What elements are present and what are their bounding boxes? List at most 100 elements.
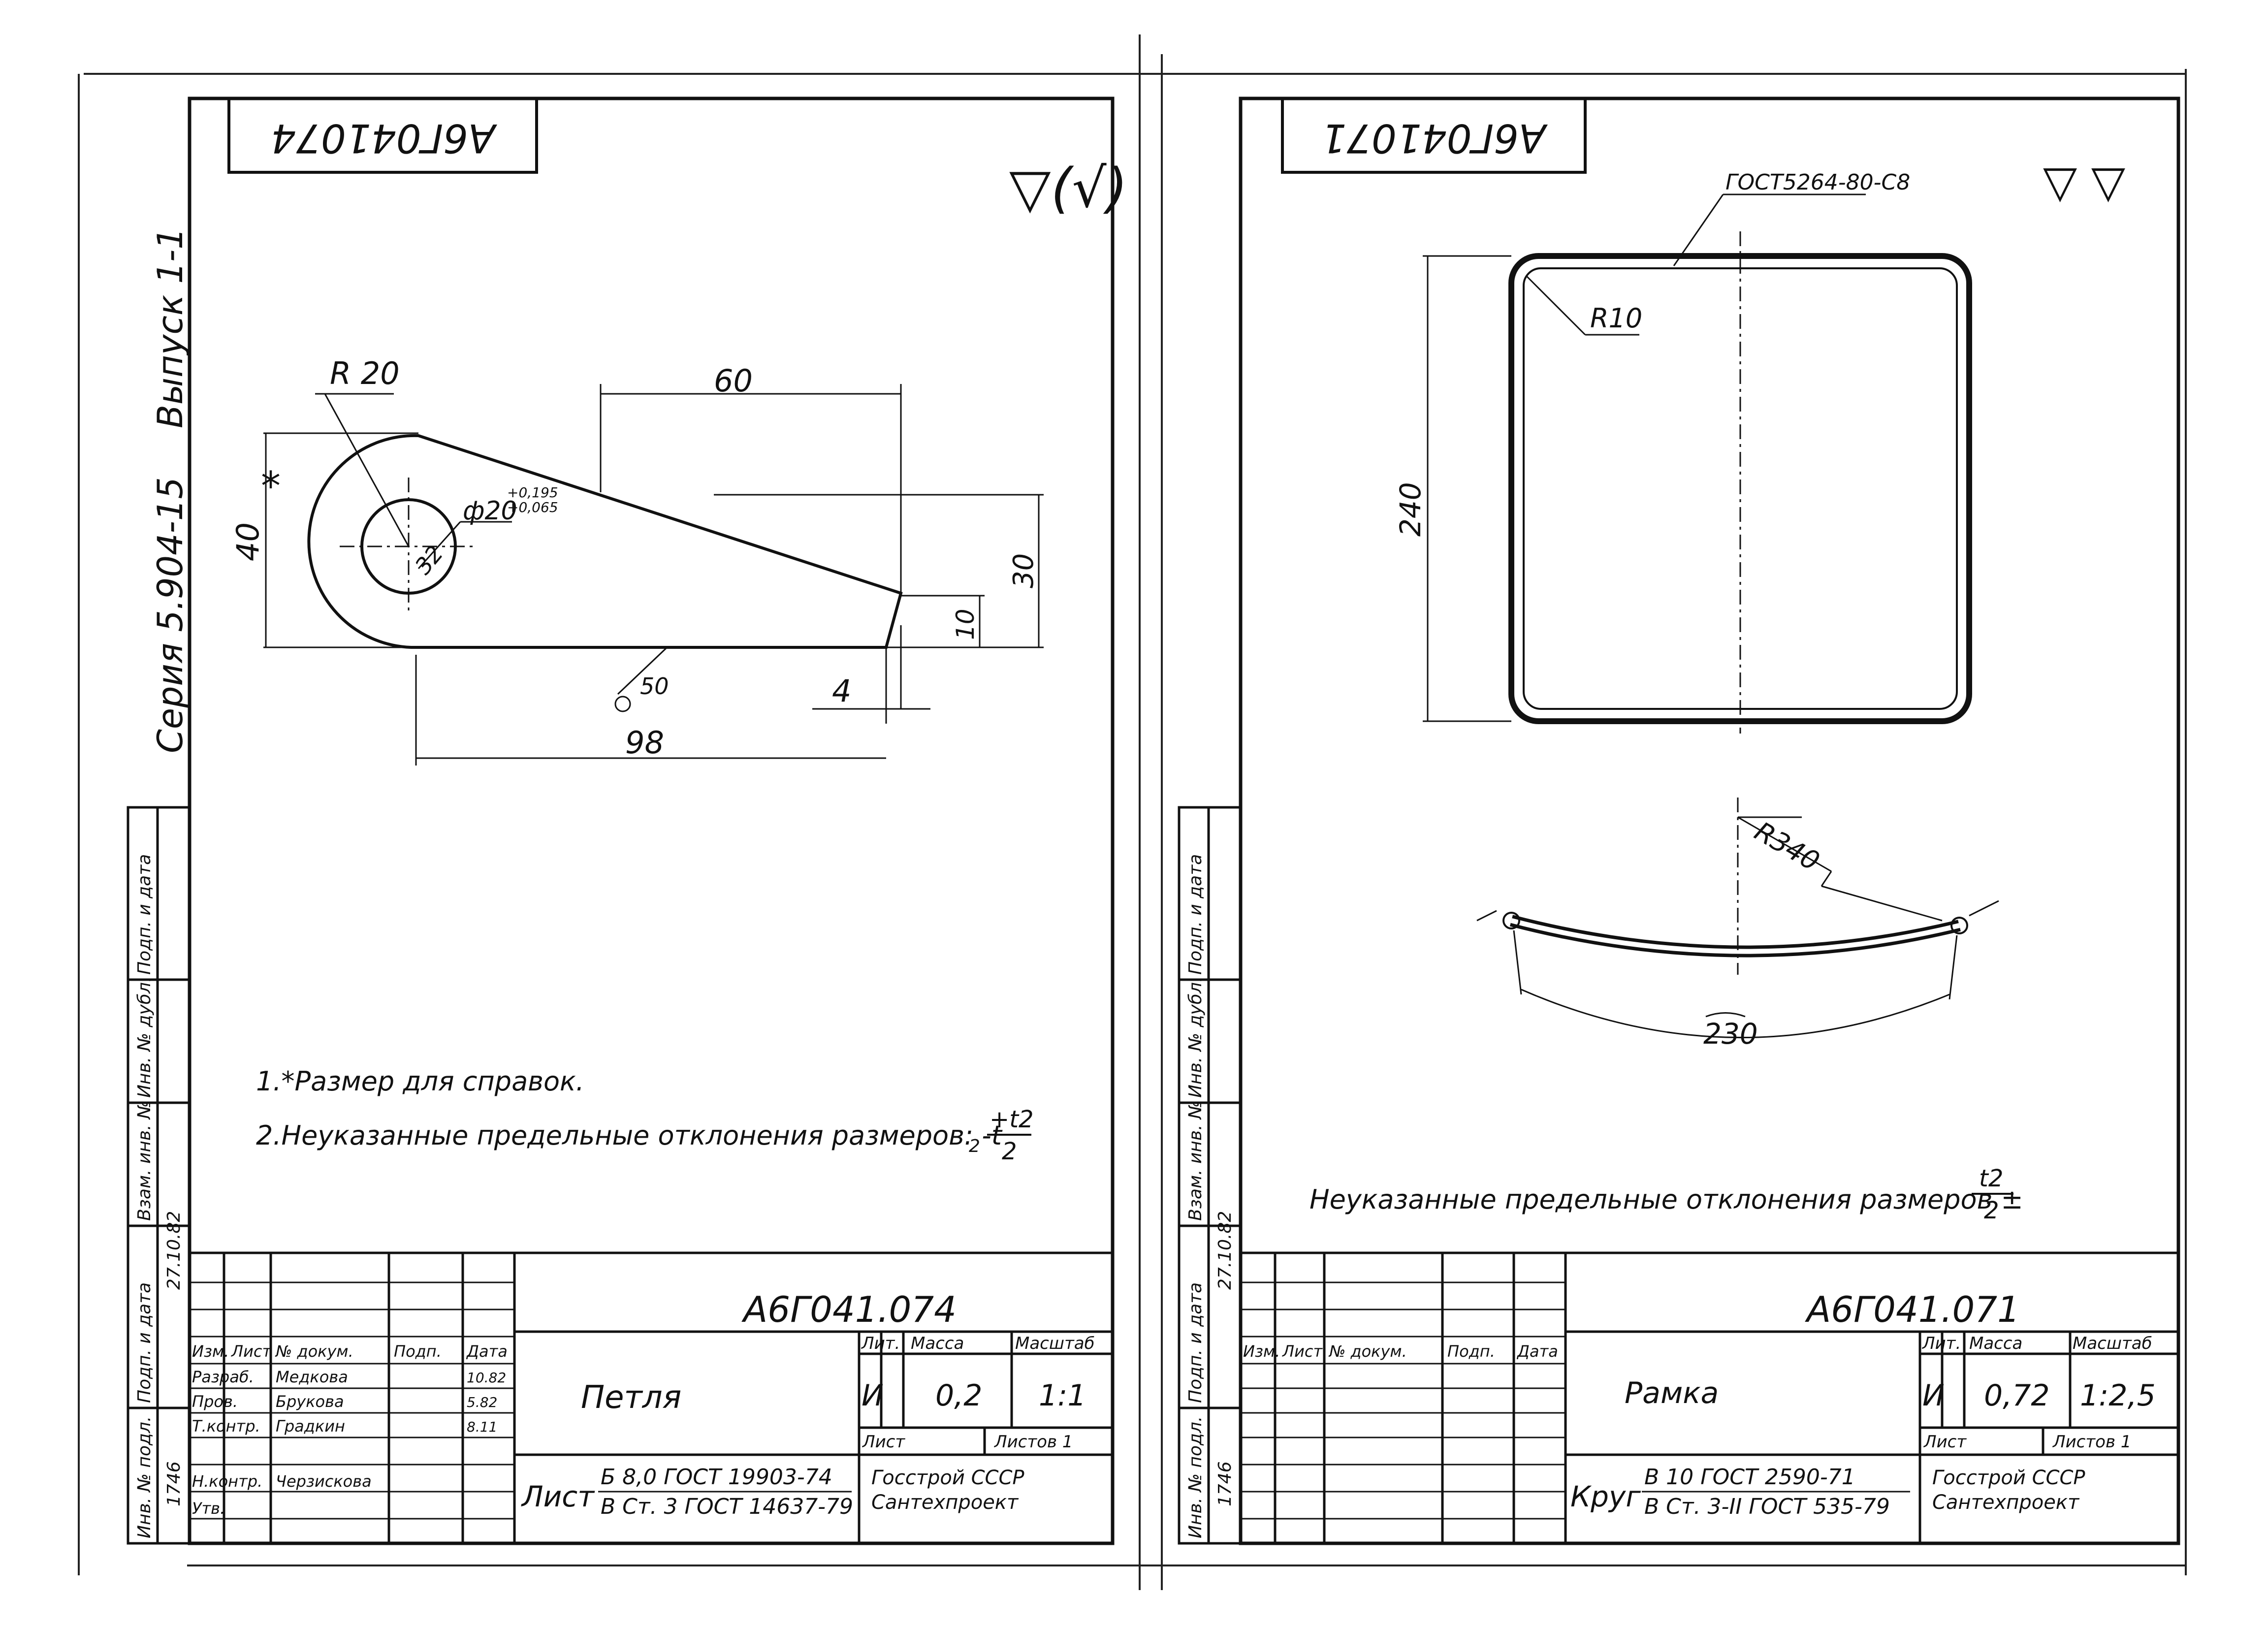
right-head-col-4: Подп.	[1447, 1342, 1495, 1361]
left-part-name: Петля	[581, 1379, 681, 1416]
left-issue: Выпуск 1-1	[150, 227, 191, 428]
dim-240: 240	[1394, 482, 1427, 537]
left-name-4: Черзискова	[276, 1472, 372, 1491]
right-org-2: Сантехпроект	[1932, 1491, 2080, 1514]
rough-50: 50	[640, 673, 669, 700]
left-role-4: Н.контр.	[192, 1472, 262, 1491]
left-head-col-1: Изм.	[192, 1342, 229, 1361]
left-note-2-tol-den: 2	[1002, 1138, 1017, 1165]
right-head-col-3: № докум.	[1328, 1342, 1407, 1361]
right-sheet-label: Лист	[1923, 1432, 1967, 1452]
left-mass-label: Масса	[911, 1334, 964, 1353]
right-note-tol-num: t2	[1979, 1165, 2003, 1192]
right-frame	[1239, 96, 2180, 1545]
right-part-name: Рамка	[1625, 1376, 1719, 1410]
dim-r340: R340	[1750, 816, 1825, 877]
left-sheets-label: Листов 1	[993, 1432, 1073, 1452]
right-side-cell-1: Подп. и дата	[1185, 854, 1206, 975]
right-material-bot: В Ст. 3-II ГОСТ 535-79	[1644, 1494, 1890, 1519]
right-side-cell-5: Инв. № подл.	[1185, 1416, 1206, 1538]
right-side-cell-2: Инв. № дубл.	[1185, 977, 1206, 1098]
weld-note: ГОСТ5264-80-С8	[1725, 170, 1910, 195]
left-role-2: Пров.	[192, 1392, 238, 1411]
dim-4: 4	[832, 673, 851, 709]
dim-hole-tol-top: +0,195	[507, 484, 558, 501]
right-note-tol-den: 2	[1984, 1197, 1999, 1224]
dim-hole-tol-bot: +0,065	[507, 499, 558, 515]
dim-10: 10	[951, 608, 980, 640]
left-side-cell-1: Подп. и дата	[134, 854, 155, 975]
left-date-1: 10.82	[467, 1370, 506, 1386]
right-lit-value: И	[1922, 1378, 1945, 1413]
right-note: Неуказанные предельные отклонения размер…	[1310, 1184, 2023, 1215]
bar-dimension-lines	[1476, 798, 1999, 1039]
right-material-top: В 10 ГОСТ 2590-71	[1644, 1465, 1855, 1490]
right-title-block	[1241, 1251, 2178, 1543]
bent-bar	[1502, 912, 1968, 958]
right-title-code: А6Г041.071	[1805, 1289, 2020, 1330]
right-corner-code: А6Г041071	[1321, 115, 1548, 161]
right-dimension-lines	[1423, 255, 1639, 722]
dim-30: 30	[1008, 553, 1040, 588]
left-role-5: Утв.	[192, 1499, 225, 1518]
left-roughness-mark: ▽(√)	[1009, 157, 1128, 220]
left-head-col-4: Подп.	[394, 1342, 442, 1361]
dim-star: *	[261, 463, 281, 509]
left-series: Серия 5.904-15	[150, 477, 191, 753]
left-org-1: Госстрой СССР	[871, 1467, 1024, 1489]
right-side-table	[1178, 806, 1242, 1545]
right-corner-box	[1281, 97, 1587, 174]
left-role-3: Т.контр.	[192, 1417, 260, 1436]
right-scale-label: Масштаб	[2073, 1334, 2152, 1353]
right-head-col-5: Дата	[1516, 1342, 1558, 1361]
right-material-prefix: Круг	[1570, 1480, 1641, 1513]
left-note-2-tol-num: +t2	[990, 1106, 1034, 1133]
dim-60: 60	[714, 363, 753, 399]
dim-hole: ф20	[463, 496, 517, 526]
left-frame	[188, 96, 1115, 1545]
left-side-table	[127, 806, 191, 1545]
dim-r20: R 20	[330, 355, 400, 391]
cut-lines	[78, 34, 2187, 1590]
left-head-col-5: Дата	[466, 1342, 508, 1361]
left-org-2: Сантехпроект	[871, 1491, 1019, 1514]
left-note-2-sub: 2	[969, 1136, 980, 1156]
left-side-date: 27.10.82	[164, 1211, 184, 1290]
right-mass-value: 0,72	[1984, 1378, 2050, 1413]
left-date-2: 5.82	[467, 1394, 497, 1410]
left-name-2: Брукова	[276, 1392, 344, 1411]
left-lit-value: И	[862, 1378, 884, 1413]
left-sheet: А6Г041074 ▽(√) Серия 5.904-15 Выпуск 1-1	[127, 96, 1128, 1545]
left-corner-box	[227, 97, 538, 174]
left-mass-value: 0,2	[935, 1378, 982, 1413]
left-date-3: 8.11	[467, 1419, 497, 1435]
right-lit-label: Лит.	[1921, 1334, 1961, 1353]
right-sheets-label: Листов 1	[2052, 1432, 2131, 1452]
dim-r10: R10	[1590, 303, 1642, 334]
left-sheet-label: Лист	[862, 1432, 905, 1452]
right-mass-label: Масса	[1969, 1334, 2022, 1353]
left-role-1: Разраб.	[192, 1368, 254, 1386]
left-lit-label: Лит.	[861, 1334, 900, 1353]
right-scale-value: 1:2,5	[2080, 1378, 2156, 1413]
left-side-cell-5: Инв. № подл.	[134, 1416, 155, 1538]
right-side-date: 27.10.82	[1215, 1211, 1235, 1290]
left-note-1: 1.*Размер для справок.	[256, 1066, 584, 1097]
left-center-lines	[340, 478, 478, 610]
left-name-1: Медкова	[276, 1368, 348, 1386]
left-side-cell-2: Инв. № дубл.	[134, 977, 155, 1098]
left-note-2: 2.Неуказанные предельные отклонения разм…	[256, 1120, 1003, 1151]
left-head-col-3: № докум.	[275, 1342, 353, 1361]
dim-40: 40	[230, 522, 266, 561]
left-scale-label: Масштаб	[1015, 1334, 1095, 1353]
right-side-cell-3: Взам. инв. №	[1185, 1101, 1206, 1221]
left-name-3: Градкин	[276, 1417, 345, 1436]
left-corner-code: А6Г041074	[271, 115, 498, 161]
left-material-prefix: Лист	[521, 1480, 595, 1513]
left-side-inv: 1746	[164, 1461, 184, 1506]
dim-98: 98	[625, 725, 664, 761]
right-side-inv: 1746	[1215, 1461, 1235, 1506]
right-side-cell-4: Подп. и дата	[1185, 1282, 1206, 1403]
left-dimension-lines	[263, 384, 1044, 766]
